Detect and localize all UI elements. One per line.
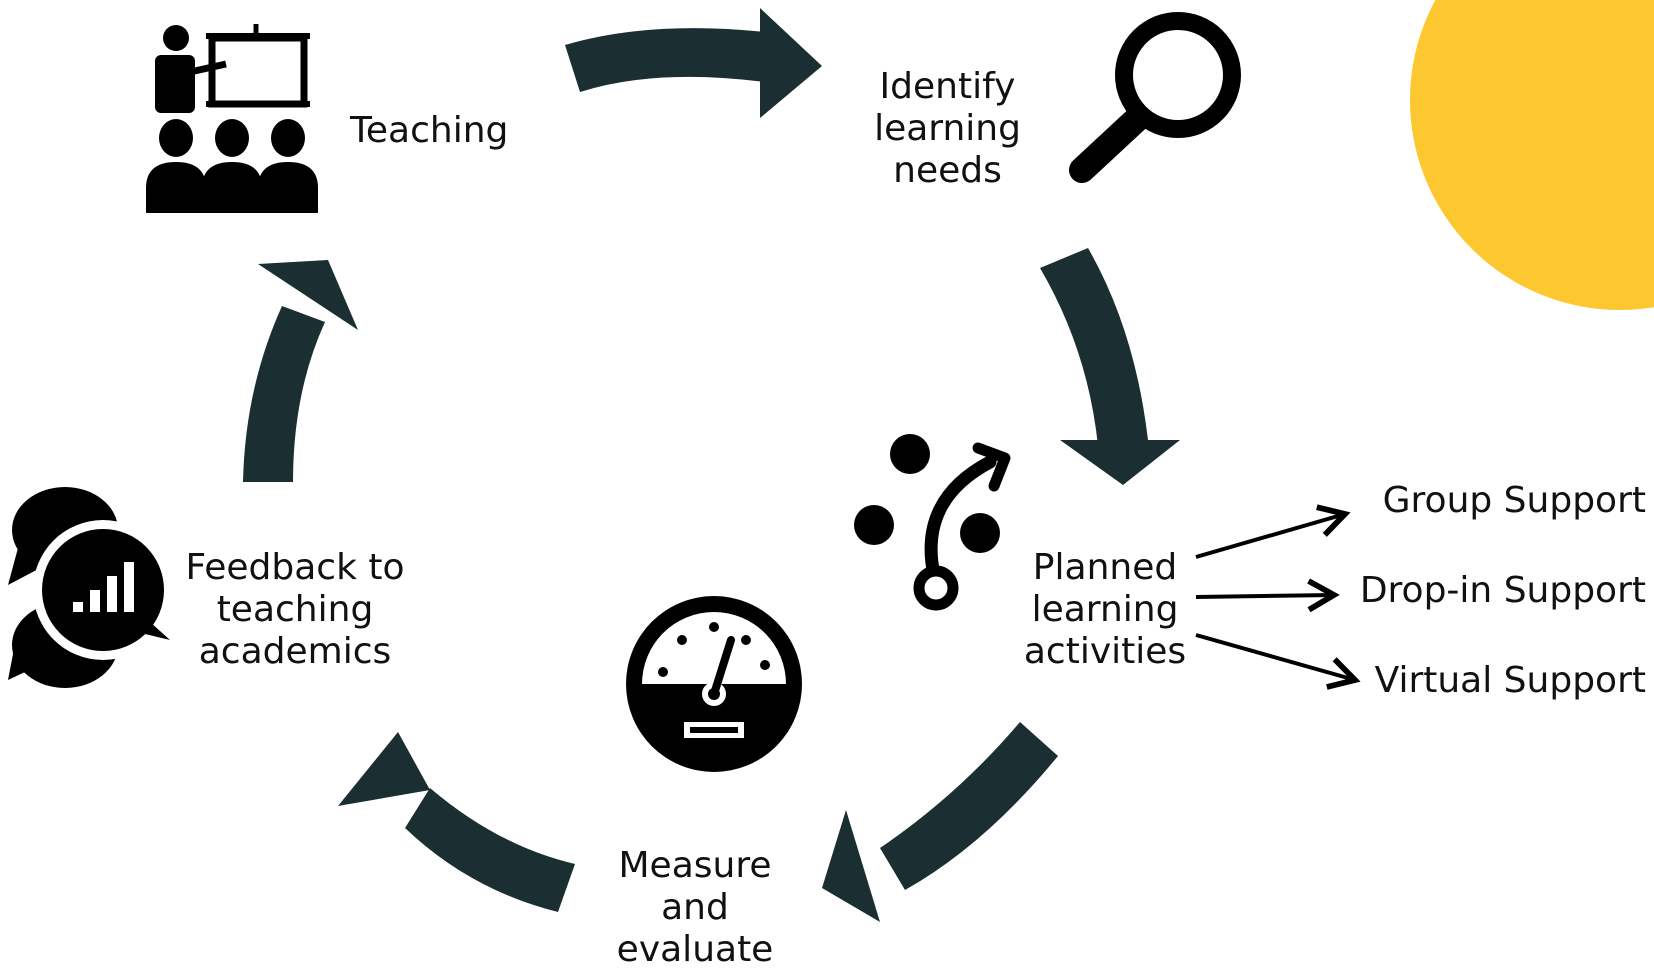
planned-line-2: learning [1031, 589, 1179, 630]
identify-line-1: Identify [879, 66, 1016, 107]
cycle-arrow-identify-to-planned [1040, 248, 1180, 485]
cycle-arrow-feedback-to-teaching [243, 260, 358, 482]
support-arrows [1195, 504, 1361, 690]
feedback-chat-chart-icon [8, 487, 173, 688]
cycle-arrows [243, 8, 1180, 922]
support-option-virtual: Virtual Support [1374, 660, 1646, 701]
cycle-arrow-measure-to-feedback [338, 732, 575, 912]
decorative-yellow-circle [1410, 0, 1654, 310]
node-label-teaching: Teaching [350, 110, 508, 152]
pathway-arrow-icon [854, 434, 1011, 611]
measure-line-1: Measure [618, 845, 772, 886]
identify-line-2: learning [874, 108, 1021, 149]
support-option-group: Group Support [1382, 480, 1646, 521]
support-arrow-group [1195, 504, 1351, 559]
teaching-line-1: Teaching [350, 110, 509, 151]
node-label-planned: Planned learning activities [1010, 547, 1200, 673]
node-label-identify: Identify learning needs [840, 66, 1055, 192]
node-label-measure: Measure and evaluate [590, 845, 800, 970]
teacher-presentation-icon [146, 24, 318, 213]
gauge-meter-icon [626, 596, 802, 772]
cycle-arrow-teaching-to-identify [565, 8, 822, 118]
support-arrow-drop-in [1195, 578, 1340, 613]
support-arrow-virtual [1195, 633, 1361, 690]
feedback-line-1: Feedback to [185, 547, 405, 588]
measure-line-3: evaluate [616, 929, 774, 970]
planned-line-1: Planned [1032, 547, 1178, 588]
feedback-line-3: academics [198, 631, 392, 672]
magnifying-glass-icon [1069, 12, 1241, 183]
support-option-drop-in: Drop-in Support [1359, 570, 1646, 611]
planned-line-3: activities [1023, 631, 1187, 672]
cycle-arrow-planned-to-measure [822, 722, 1058, 922]
measure-line-2: and [661, 887, 729, 928]
node-label-feedback: Feedback to teaching academics [165, 547, 425, 673]
identify-line-3: needs [893, 150, 1002, 191]
feedback-line-2: teaching [216, 589, 374, 630]
